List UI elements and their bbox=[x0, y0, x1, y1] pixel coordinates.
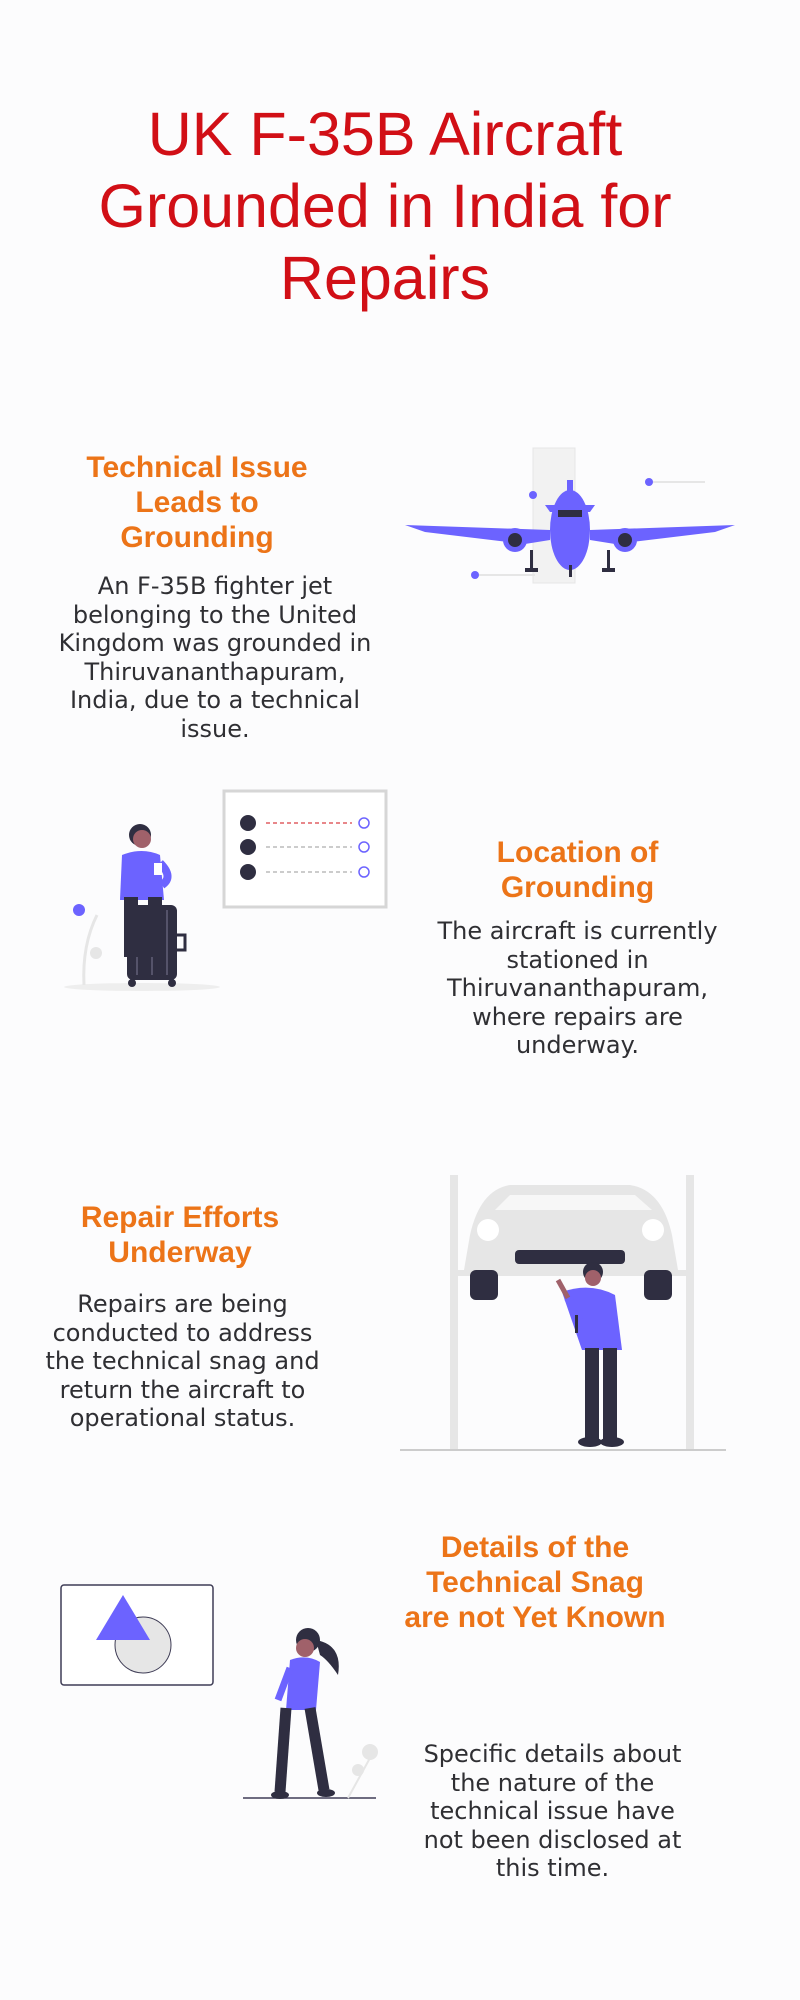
airplane-illustration bbox=[405, 440, 735, 590]
section-1-text: An F-35B fighter jet belonging to the Un… bbox=[58, 572, 372, 743]
section-3-text: Repairs are being conducted to address t… bbox=[45, 1290, 320, 1432]
section-3-heading: Repair Efforts Underway bbox=[80, 1201, 280, 1269]
section-4-heading: Details of the Technical Snag are not Ye… bbox=[404, 1531, 666, 1634]
page-title: UK F-35B Aircraft Grounded in India for … bbox=[98, 100, 672, 312]
section-2-heading: Location of Grounding bbox=[496, 836, 659, 904]
section-2-text: The aircraft is currently stationed in T… bbox=[437, 917, 718, 1059]
person-walking-shapes-illustration bbox=[58, 1580, 388, 1810]
section-1-heading: Technical Issue Leads to Grounding bbox=[86, 451, 308, 554]
section-4-text: Specific details about the nature of the… bbox=[423, 1740, 682, 1882]
traveler-with-itinerary-illustration bbox=[62, 785, 392, 995]
mechanic-under-car-illustration bbox=[400, 1150, 730, 1460]
